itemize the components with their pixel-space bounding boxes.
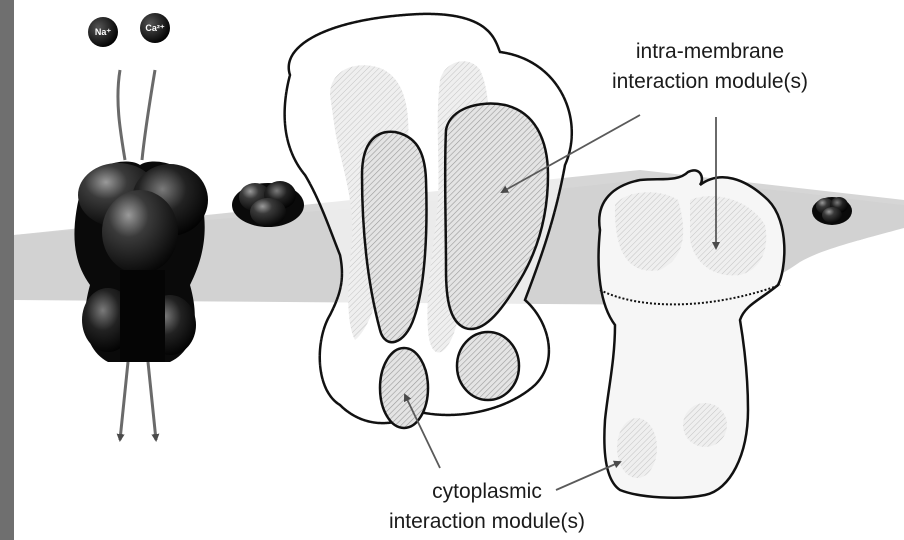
cytoplasmic-label-line1: cytoplasmic bbox=[432, 480, 542, 503]
right-cyto-module bbox=[457, 332, 519, 400]
calcium-ion-icon: Ca²⁺ bbox=[140, 13, 170, 43]
left-cyto-module bbox=[380, 348, 428, 428]
intra-membrane-label-line2: interaction module(s) bbox=[612, 70, 808, 93]
calcium-ion-label: Ca²⁺ bbox=[145, 23, 165, 33]
interaction-complex bbox=[285, 14, 572, 428]
cytoplasmic-label-line2: interaction module(s) bbox=[389, 510, 585, 533]
tiny-channel-icon bbox=[812, 197, 852, 225]
intra-membrane-label-line1: intra-membrane bbox=[636, 40, 784, 63]
sodium-ion-label: Na⁺ bbox=[95, 27, 112, 37]
sodium-ion-icon: Na⁺ bbox=[88, 17, 118, 47]
